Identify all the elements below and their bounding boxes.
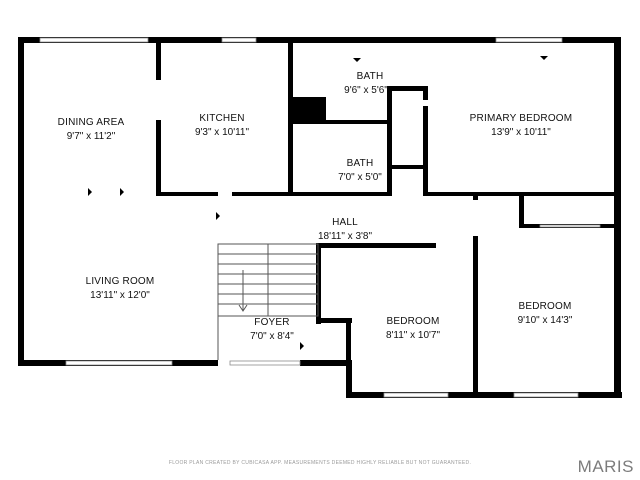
- disclaimer-text: FLOOR PLAN CREATED BY CUBICASA APP. MEAS…: [168, 460, 472, 466]
- staircase: [217, 243, 319, 360]
- hall-label: HALL: [332, 217, 358, 228]
- living-room-dimensions: 13'11" x 12'0": [90, 290, 150, 301]
- bedroom-center-label: BEDROOM: [386, 316, 440, 327]
- bath-lower-dimensions: 7'0" x 5'0": [338, 172, 382, 183]
- interior-walls: [156, 43, 614, 398]
- bath-upper-dimensions: 9'6" x 5'6": [344, 85, 388, 96]
- brand-logo: MARIS: [577, 457, 634, 476]
- primary-bedroom-label: PRIMARY BEDROOM: [469, 113, 573, 124]
- bedroom-right-dimensions: 9'10" x 14'3": [517, 315, 573, 326]
- primary-bedroom-dimensions: 13'9" x 10'11": [491, 127, 551, 138]
- living-room-label: LIVING ROOM: [85, 276, 155, 287]
- dining-area-dimensions: 9'7" x 11'2": [66, 131, 116, 142]
- dining-area-label: DINING AREA: [57, 117, 125, 128]
- foyer-dimensions: 7'0" x 8'4": [250, 331, 294, 342]
- dimension-ticks: [88, 56, 548, 350]
- windows: [39, 37, 601, 398]
- kitchen-label: KITCHEN: [199, 113, 245, 124]
- bedroom-center-dimensions: 8'11" x 10'7": [385, 330, 441, 341]
- bedroom-right-label: BEDROOM: [518, 301, 572, 312]
- foyer-label: FOYER: [254, 317, 290, 328]
- hall-dimensions: 18'11" x 3'8": [317, 231, 373, 242]
- bath-upper-label: BATH: [356, 71, 384, 82]
- kitchen-dimensions: 9'3" x 10'11": [194, 127, 250, 138]
- bath-lower-label: BATH: [346, 158, 374, 169]
- exterior-walls: [18, 37, 622, 398]
